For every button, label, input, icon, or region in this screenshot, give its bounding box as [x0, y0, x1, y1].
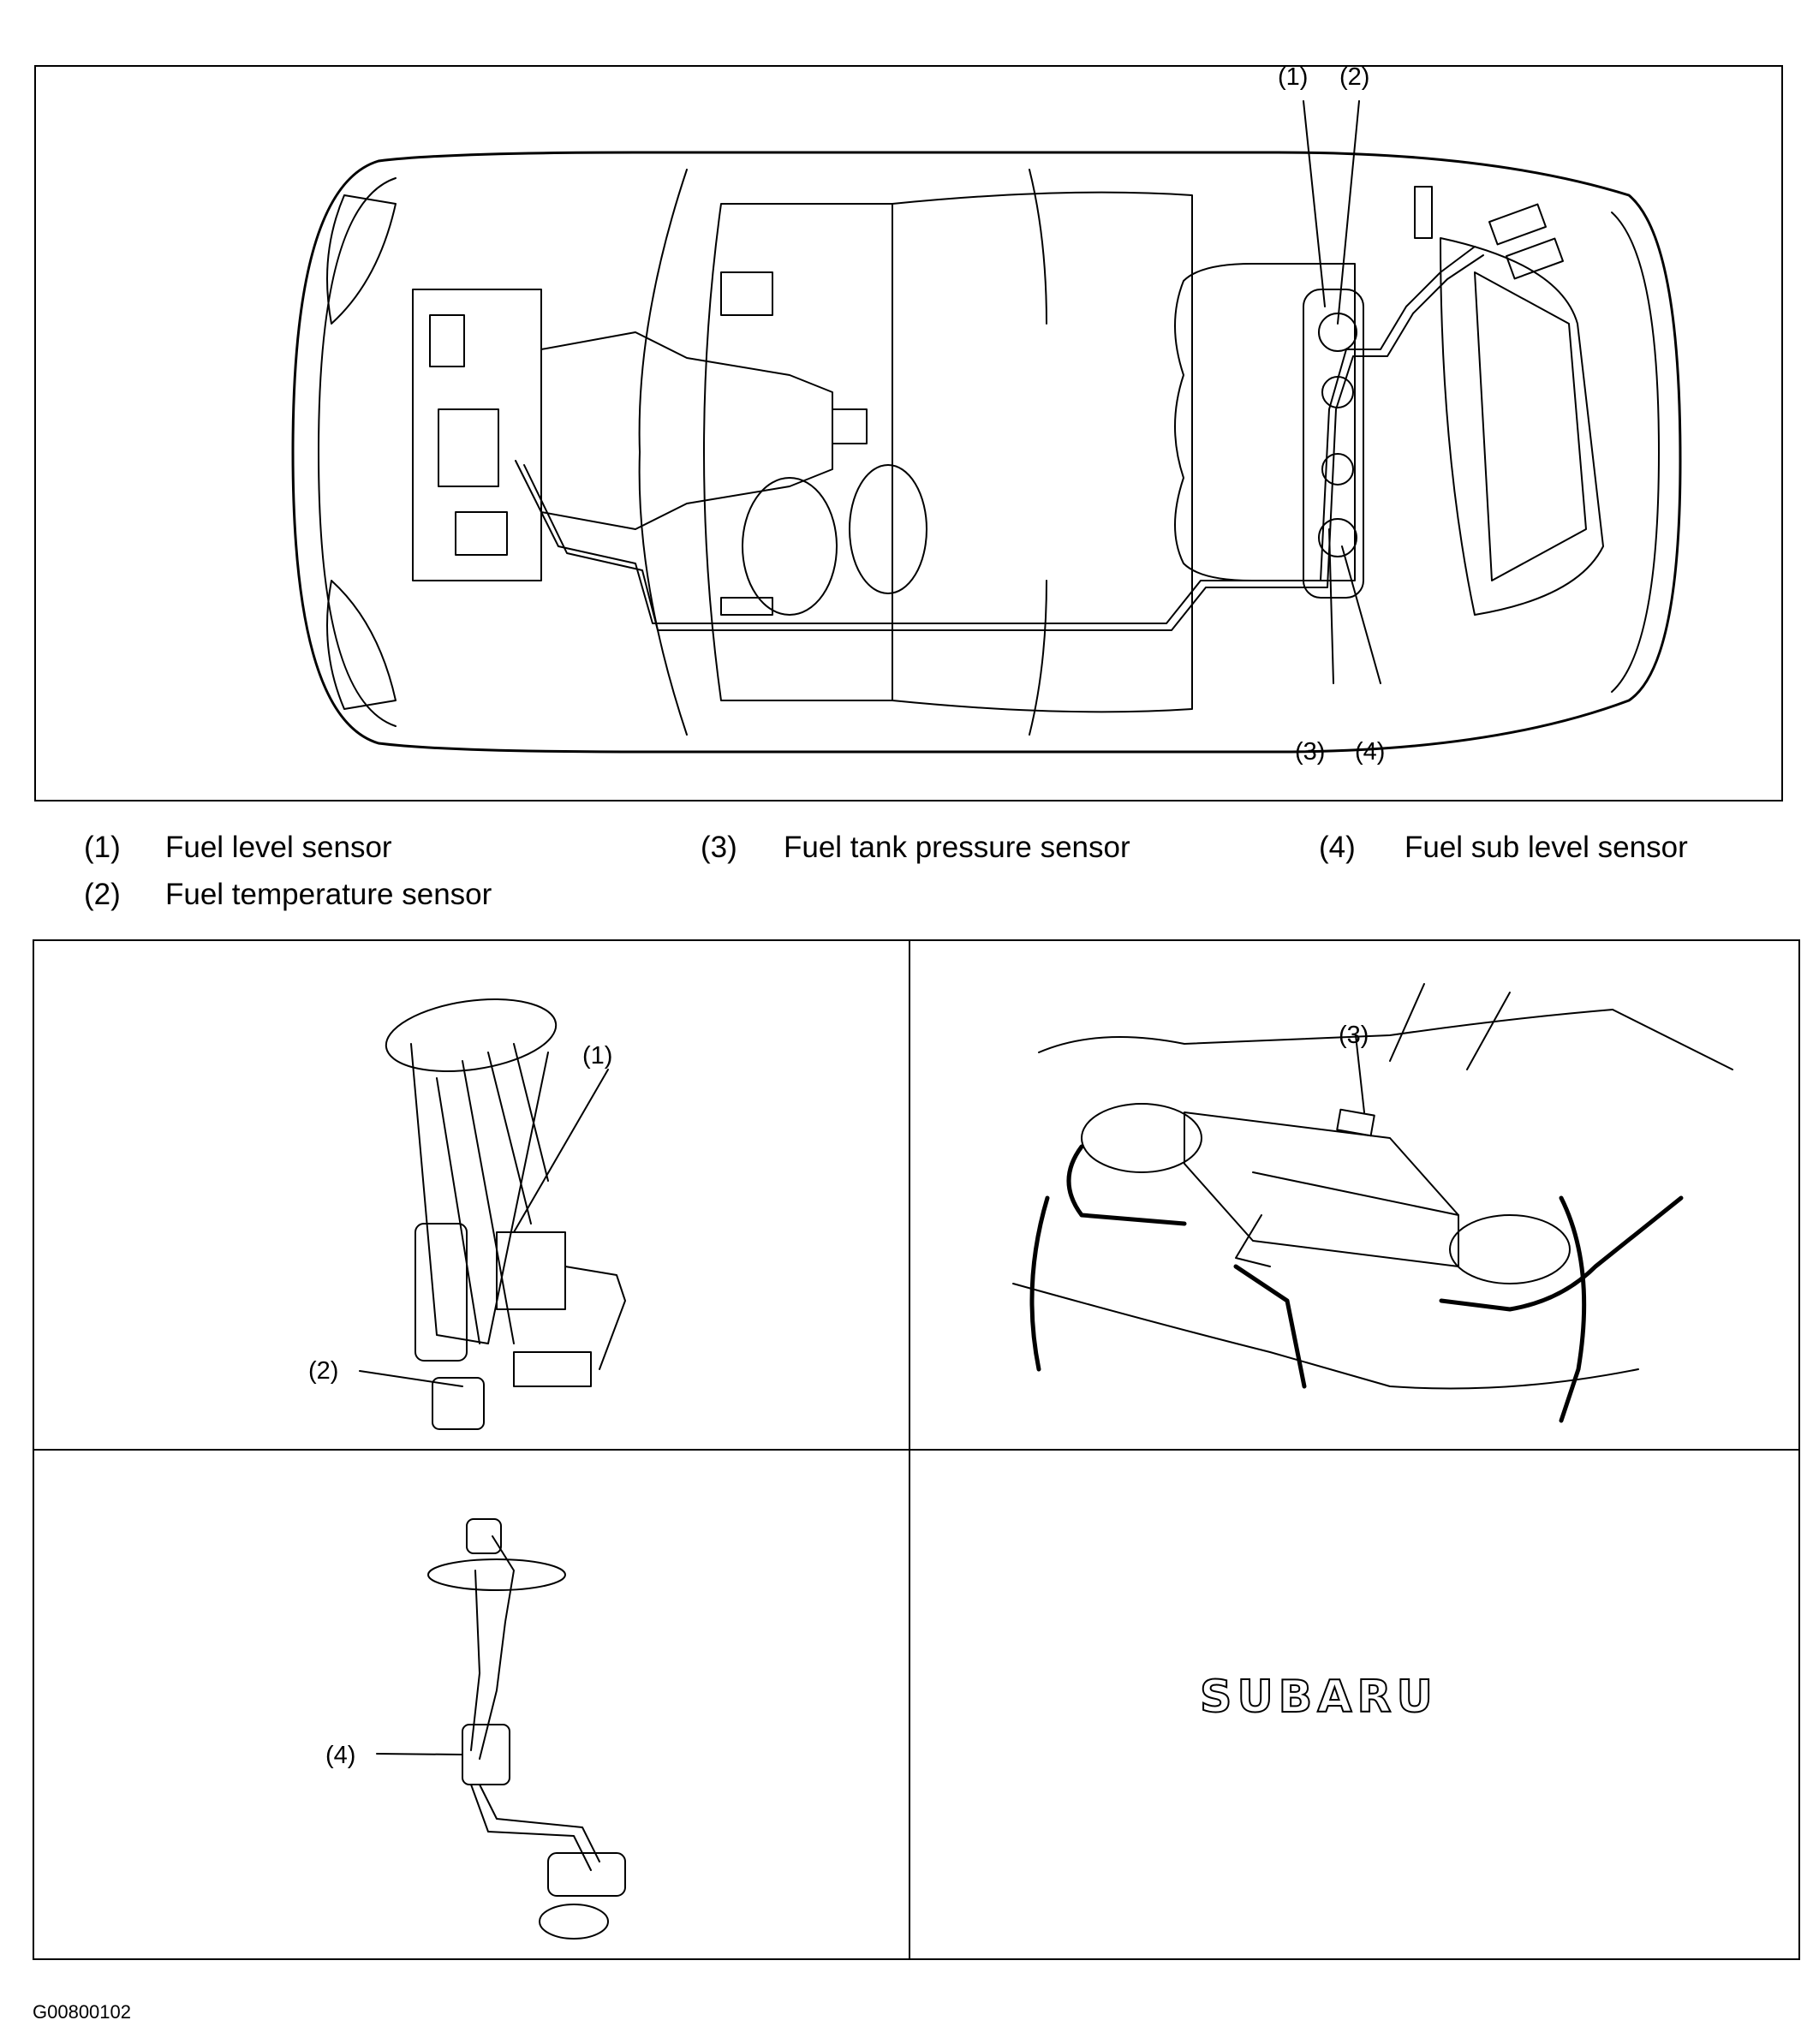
pressure-sensor-callout: (3)	[1339, 1022, 1369, 1049]
fuel-tank-top-drawing	[1012, 983, 1733, 1423]
logo-panel: SUBARU	[909, 1449, 1800, 1960]
overview-callout-3: (3)	[1295, 738, 1326, 766]
legend-num-3: (3)	[701, 831, 737, 864]
level-sensor-callout: (1)	[582, 1042, 613, 1070]
pressure-sensor-panel: (3)	[909, 939, 1800, 1451]
overview-callout-1: (1)	[1278, 63, 1309, 91]
legend-num-2: (2)	[84, 878, 121, 911]
temp-sensor-callout: (2)	[308, 1357, 339, 1385]
level-sensor-panel: (1) (2)	[33, 939, 910, 1451]
legend-num-1: (1)	[84, 831, 121, 864]
legend-label-4: Fuel sub level sensor	[1405, 831, 1688, 864]
legend-num-4: (4)	[1319, 831, 1356, 864]
legend-label-2: Fuel temperature sensor	[165, 878, 492, 911]
legend-label-3: Fuel tank pressure sensor	[784, 831, 1130, 864]
car-overview-drawing	[291, 100, 1682, 754]
legend-label-1: Fuel level sensor	[165, 831, 392, 864]
overview-callout-2: (2)	[1339, 63, 1370, 91]
fuel-pump-assembly-drawing	[359, 998, 626, 1430]
car-overview-panel: (1) (2) (3) (4)	[34, 63, 1783, 802]
sub-level-sensor-callout: (4)	[325, 1742, 356, 1769]
overview-callout-4: (4)	[1355, 738, 1386, 766]
sub-level-sensor-drawing	[376, 1518, 626, 1940]
subaru-logo: SUBARU	[1199, 1671, 1438, 1724]
figure-id: G00800102	[33, 2001, 131, 2023]
sub-level-sensor-panel: (4)	[33, 1449, 910, 1960]
